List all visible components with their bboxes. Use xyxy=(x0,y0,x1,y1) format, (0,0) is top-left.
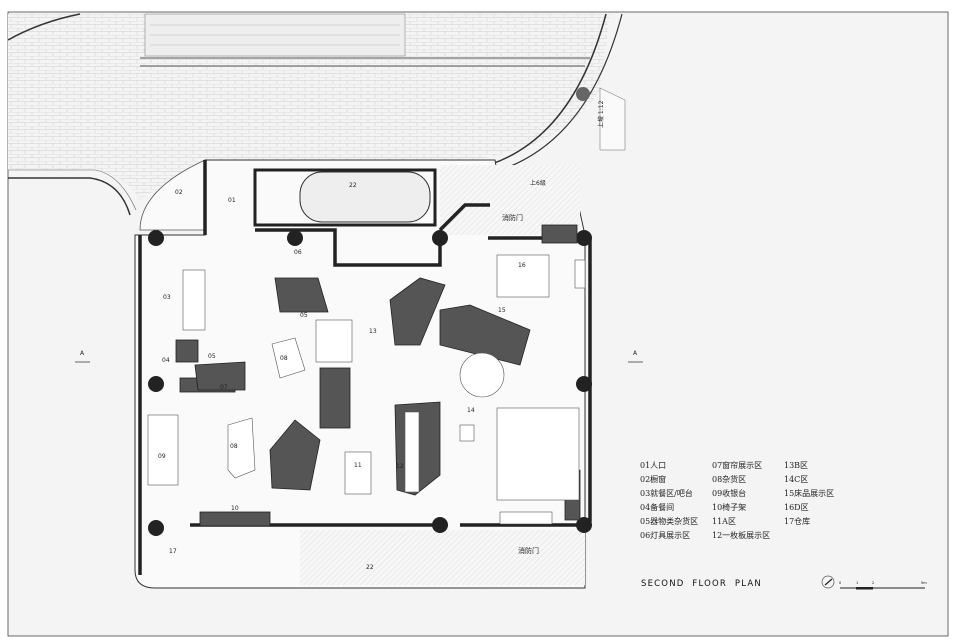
room-label-08a: 08 xyxy=(280,355,288,362)
legend-item: 17仓库 xyxy=(784,517,811,526)
room-labels: 01 02 03 04 05 05 06 07 08 08 09 10 11 1… xyxy=(80,100,638,571)
column xyxy=(576,87,590,101)
ramp xyxy=(599,87,626,151)
room-label-02: 02 xyxy=(175,189,183,196)
legend-item: 08杂货区 xyxy=(712,475,747,484)
legend-item: 16D区 xyxy=(784,503,809,512)
legend-item: 03就餐区/吧台 xyxy=(640,489,693,498)
steps-up-label: 上6级 xyxy=(530,179,546,187)
section-marker: A xyxy=(633,350,638,357)
room-label-05a: 05 xyxy=(208,353,216,360)
stair-label: 22 xyxy=(366,564,374,571)
legend-item: 15床品展示区 xyxy=(784,489,835,498)
svg-text:2: 2 xyxy=(872,581,874,585)
legend-item: 09收银台 xyxy=(712,489,747,498)
svg-text:0: 0 xyxy=(839,581,841,585)
room-label-11: 11 xyxy=(354,462,362,469)
legend-item: 14C区 xyxy=(784,475,809,484)
furniture xyxy=(147,254,586,525)
room-label-01: 01 xyxy=(228,197,236,204)
room-legend: 01人口 07窗帘展示区 13B区 02橱窗 08杂货区 14C区 03就餐区/… xyxy=(640,460,864,541)
svg-text:5m: 5m xyxy=(921,581,927,585)
legend-item xyxy=(784,530,864,541)
room-label-03: 03 xyxy=(163,294,171,301)
room-label-17: 17 xyxy=(169,548,177,555)
ramp-label: 上坡 1:12 xyxy=(597,100,605,128)
legend-item: 07窗帘展示区 xyxy=(712,461,763,470)
legend-item: 04备餐间 xyxy=(640,503,675,512)
room-label-09: 09 xyxy=(158,453,166,460)
scale-bar: 0 1 2 5m xyxy=(839,581,927,590)
room-label-04: 04 xyxy=(162,357,170,364)
plan-title: SECOND FLOOR PLAN xyxy=(641,579,762,589)
legend-item: 12一枚板展示区 xyxy=(712,531,771,540)
room-label-06: 06 xyxy=(294,249,302,256)
fire-door-label: 消防门 xyxy=(518,546,539,555)
section-marker: A xyxy=(80,350,85,357)
paved-plaza xyxy=(8,14,610,200)
svg-text:1: 1 xyxy=(856,581,858,585)
columns xyxy=(148,230,592,536)
legend-item: 02橱窗 xyxy=(640,475,667,484)
legend-item: 13B区 xyxy=(784,461,809,470)
legend-item: 10椅子架 xyxy=(712,503,747,512)
legend-item: 01人口 xyxy=(640,461,667,470)
room-label-05b: 05 xyxy=(300,312,308,319)
legend-item: 11A区 xyxy=(712,517,736,526)
legend-item: 05器物类杂货区 xyxy=(640,517,699,526)
room-label-15: 15 xyxy=(498,307,506,314)
room-label-13: 13 xyxy=(369,328,377,335)
room-label-16: 16 xyxy=(518,262,526,269)
room-label-12: 12 xyxy=(396,463,404,470)
room-label-07: 07 xyxy=(220,384,228,391)
stair-label: 22 xyxy=(349,182,357,189)
room-label-08b: 08 xyxy=(230,443,238,450)
fire-door-label: 消防门 xyxy=(502,213,523,222)
north-arrow-icon xyxy=(821,575,835,589)
room-label-14: 14 xyxy=(467,407,475,414)
stair-landing-hatch xyxy=(440,165,580,235)
legend-item: 06灯具展示区 xyxy=(640,531,691,540)
room-label-10: 10 xyxy=(231,505,239,512)
